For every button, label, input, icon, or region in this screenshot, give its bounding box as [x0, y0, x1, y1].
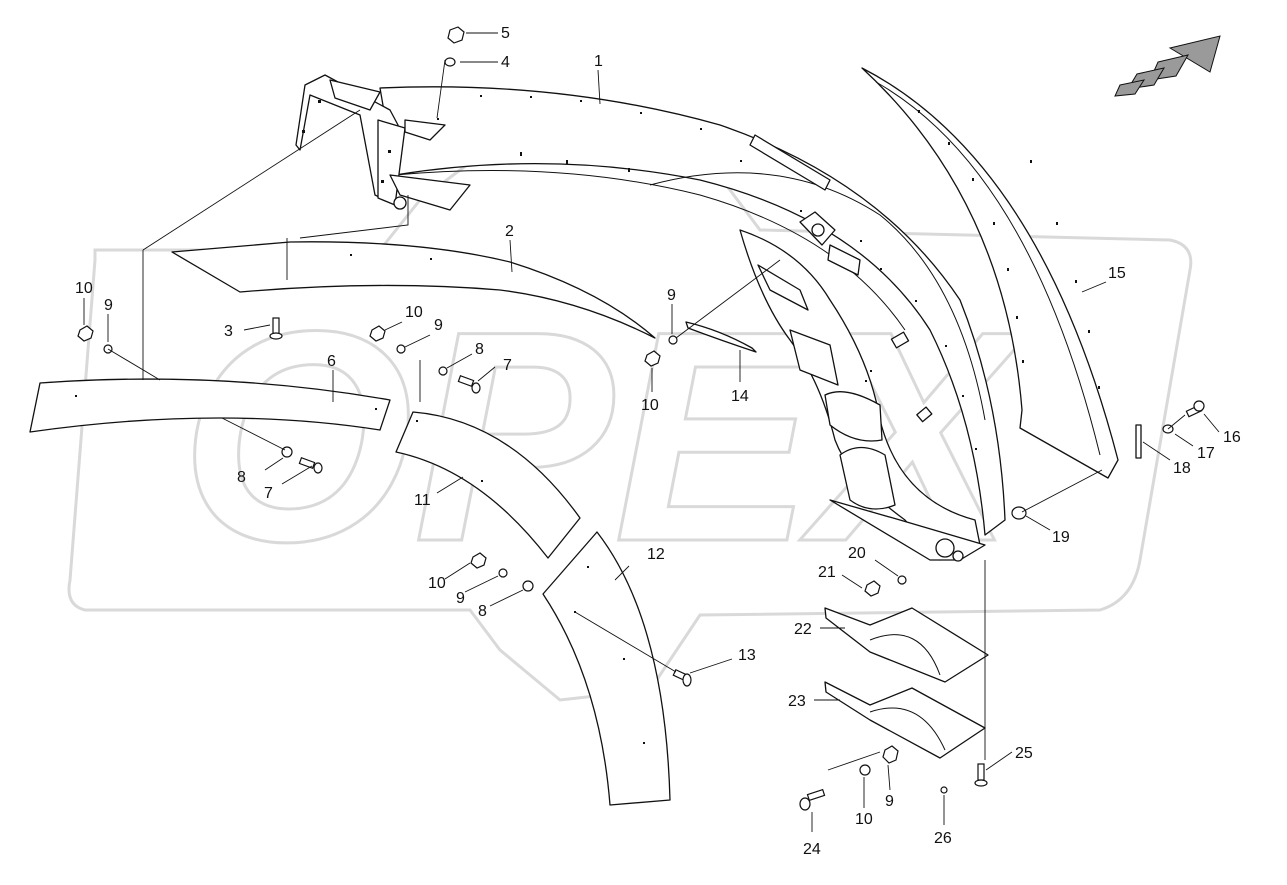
callout-10b: 10 [405, 304, 423, 321]
callout-11: 11 [414, 492, 431, 509]
callout-17: 17 [1197, 445, 1215, 462]
callout-10e: 10 [855, 811, 873, 828]
assembly-lines [107, 59, 1186, 771]
part-22-plate [824, 607, 989, 683]
callout-7b: 7 [264, 485, 273, 502]
callout-10d: 10 [428, 575, 446, 592]
callout-21: 21 [818, 564, 836, 581]
callout-8b: 8 [237, 469, 246, 486]
part-2-fender-strip [171, 241, 656, 339]
callout-10c: 10 [641, 397, 659, 414]
callout-9c: 9 [667, 287, 676, 304]
callout-16: 16 [1223, 429, 1241, 446]
callout-22: 22 [794, 621, 812, 638]
callout-9d: 9 [456, 590, 465, 607]
part-11-curved-strip [395, 411, 581, 559]
callout-9b: 9 [434, 317, 443, 334]
callout-9e: 9 [885, 793, 894, 810]
callout-10a: 10 [75, 280, 93, 297]
callout-2: 2 [505, 223, 514, 240]
callout-4: 4 [501, 54, 510, 71]
fasteners [77, 26, 1205, 811]
callout-5: 5 [501, 25, 510, 42]
callout-26: 26 [934, 830, 952, 847]
callout-3: 3 [224, 323, 233, 340]
part-23-plate [824, 681, 986, 759]
callout-1: 1 [594, 53, 603, 70]
part-14-plate [685, 321, 757, 353]
part-18-bracket [1135, 424, 1142, 459]
callout-8c: 8 [478, 603, 487, 620]
callout-14: 14 [731, 388, 749, 405]
part-1-fender-assembly [295, 74, 1006, 562]
forward-direction-arrow-icon [1114, 35, 1221, 97]
callout-8a: 8 [475, 341, 484, 358]
callout-15: 15 [1108, 265, 1126, 282]
callout-6: 6 [327, 353, 336, 370]
callout-18: 18 [1173, 460, 1191, 477]
part-15-outer-fender [861, 67, 1119, 479]
callout-23: 23 [788, 693, 806, 710]
callout-25: 25 [1015, 745, 1033, 762]
callout-19: 19 [1052, 529, 1070, 546]
callout-leaders [83, 32, 1220, 832]
callout-7a: 7 [503, 357, 512, 374]
callout-13: 13 [738, 647, 756, 664]
callout-12: 12 [647, 546, 665, 563]
callout-24: 24 [803, 841, 821, 858]
callout-20: 20 [848, 545, 866, 562]
callout-labels: 1 2 3 4 5 6 7 7 8 8 8 9 9 9 9 9 10 10 10… [75, 25, 1241, 858]
callout-9a: 9 [104, 297, 113, 314]
